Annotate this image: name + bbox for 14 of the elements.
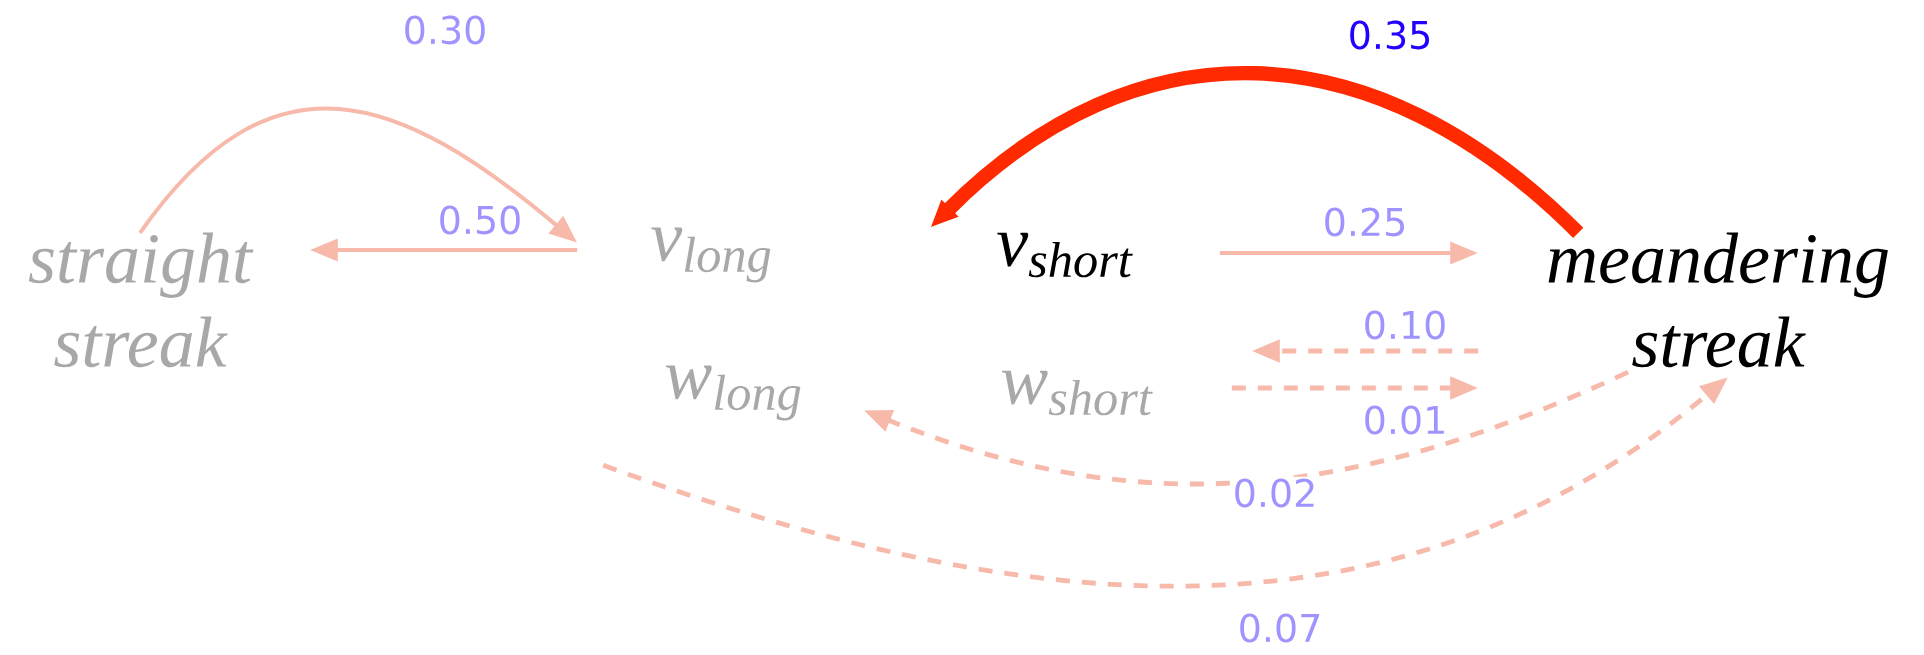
edge-label: 0.07 <box>1235 611 1325 645</box>
edge-label: 0.25 <box>1320 205 1410 239</box>
state-label: v$_{short}$ <box>997 232 1133 278</box>
edge-label: 0.02 <box>1230 476 1320 510</box>
edge-label: 0.35 <box>1345 18 1435 52</box>
state-label: w$_{long}$ <box>665 365 801 421</box>
edge-label: 0.30 <box>400 13 490 47</box>
state-label: w$_{short}$ <box>1001 370 1153 416</box>
edge-label: 0.50 <box>435 203 525 237</box>
state-label: v$_{long}$ <box>651 227 771 283</box>
state-label: meandering streak <box>1548 232 1888 368</box>
state-label: straight streak <box>28 232 254 368</box>
edge-label: 0.01 <box>1360 403 1450 437</box>
edge-label: 0.10 <box>1360 308 1450 342</box>
